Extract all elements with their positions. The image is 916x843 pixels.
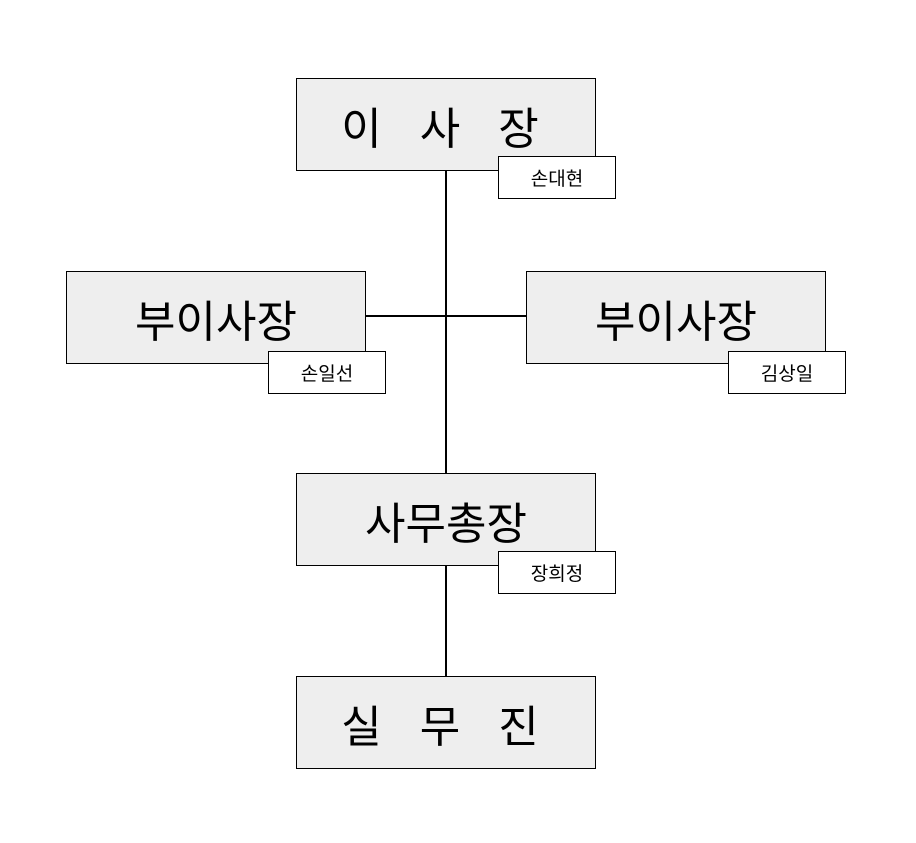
chairman-name: 손대현 <box>530 168 584 190</box>
vice-chairman-right-box: 부이사장 <box>526 271 826 364</box>
vice-chairman-left-box: 부이사장 <box>66 271 366 364</box>
chairman-box: 이 사 장 <box>296 78 596 171</box>
chairman-name-tag: 손대현 <box>498 156 616 199</box>
secretary-general-title: 사무총장 <box>365 498 527 550</box>
vice-chairman-left-title: 부이사장 <box>135 296 297 348</box>
vice-chairman-right-name: 김상일 <box>760 363 814 385</box>
secretary-general-name: 장희정 <box>530 563 584 585</box>
connector-trunk-bottom <box>445 565 447 677</box>
secretary-general-name-tag: 장희정 <box>498 551 616 594</box>
staff-title: 실 무 진 <box>341 701 551 753</box>
connector-trunk-top <box>445 170 447 474</box>
vice-chairman-right-title: 부이사장 <box>595 296 757 348</box>
vice-chairman-left-name-tag: 손일선 <box>268 351 386 394</box>
vice-chairman-left-name: 손일선 <box>300 363 354 385</box>
connector-horizontal <box>366 315 526 317</box>
secretary-general-box: 사무총장 <box>296 473 596 566</box>
vice-chairman-right-name-tag: 김상일 <box>728 351 846 394</box>
chairman-title: 이 사 장 <box>341 103 551 155</box>
staff-box: 실 무 진 <box>296 676 596 769</box>
